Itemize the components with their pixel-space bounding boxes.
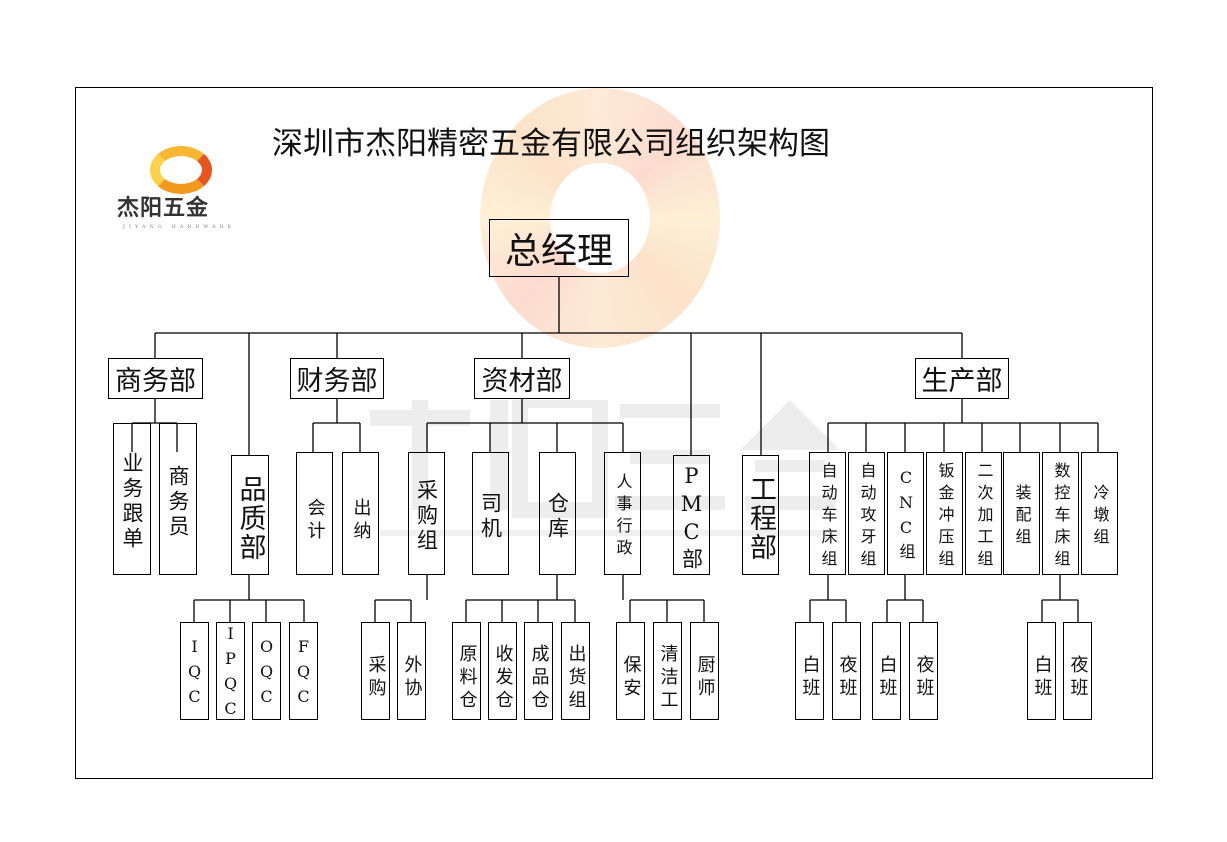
node-day-shift: 白班 [795, 622, 824, 720]
node-security: 保安 [616, 622, 645, 720]
node-ipqc: IPQC [216, 622, 245, 724]
node-warehouse: 仓库 [539, 452, 576, 575]
node-night-shift: 夜班 [1063, 622, 1092, 720]
node-sheet-metal-stamping-group: 钣金冲压组 [926, 452, 963, 575]
node-cashier: 出纳 [342, 452, 379, 575]
node-night-shift: 夜班 [909, 622, 938, 720]
node-chef: 厨师 [690, 622, 719, 720]
node-quality-dept: 品质部 [231, 455, 269, 575]
logo-text: 杰阳五金 [117, 196, 210, 221]
node-hr-admin: 人事行政 [604, 452, 641, 575]
node-raw-material-store: 原料仓 [452, 622, 481, 720]
chart-frame [75, 87, 1153, 779]
node-purchasing-group: 采购组 [408, 452, 445, 575]
node-shipping-group: 出货组 [561, 622, 590, 720]
sun-logo-icon [150, 146, 212, 194]
node-cleaner: 清洁工 [653, 622, 682, 720]
sun-watermark-icon [480, 88, 720, 348]
node-oqc: OQC [252, 622, 281, 720]
node-assembly-group: 装配组 [1003, 452, 1040, 575]
node-iqc: IQC [180, 622, 209, 720]
node-general-manager: 总经理 [489, 219, 629, 277]
node-day-shift: 白班 [1027, 622, 1056, 720]
node-business-dept: 商务部 [108, 358, 203, 399]
page-title: 深圳市杰阳精密五金有限公司组织架构图 [272, 126, 830, 162]
node-cold-heading-group: 冷墩组 [1081, 452, 1118, 575]
node-accountant: 会计 [296, 452, 333, 575]
node-night-shift: 夜班 [832, 622, 861, 720]
node-purchase: 采购 [361, 622, 390, 720]
node-outsourcing: 外协 [397, 622, 426, 720]
node-auto-lathe-group: 自动车床组 [809, 452, 846, 575]
node-driver: 司机 [472, 452, 509, 575]
node-engineering-dept: 工程部 [742, 455, 779, 575]
node-business-staff: 商务员 [159, 423, 197, 575]
node-cnc-group: CNC组 [887, 452, 924, 575]
node-pmc-dept: PMC部 [673, 455, 710, 575]
company-logo: 杰阳五金 JIYANG HARDWARE [105, 140, 250, 230]
node-secondary-processing-group: 二次加工组 [965, 452, 1002, 575]
node-day-shift: 白班 [872, 622, 901, 720]
node-materials-dept: 资材部 [474, 358, 570, 399]
node-auto-tapping-group: 自动攻牙组 [848, 452, 885, 575]
node-nc-lathe-group: 数控车床组 [1042, 452, 1079, 575]
node-receiving-store: 收发仓 [488, 622, 517, 720]
node-fqc: FQC [289, 622, 318, 720]
node-finished-goods-store: 成品仓 [524, 622, 553, 720]
node-order-follow-up: 业务跟单 [113, 423, 151, 575]
node-production-dept: 生产部 [915, 358, 1009, 399]
node-finance-dept: 财务部 [290, 358, 384, 399]
watermark-graphic [370, 400, 840, 536]
logo-subtext: JIYANG HARDWARE [123, 224, 236, 230]
